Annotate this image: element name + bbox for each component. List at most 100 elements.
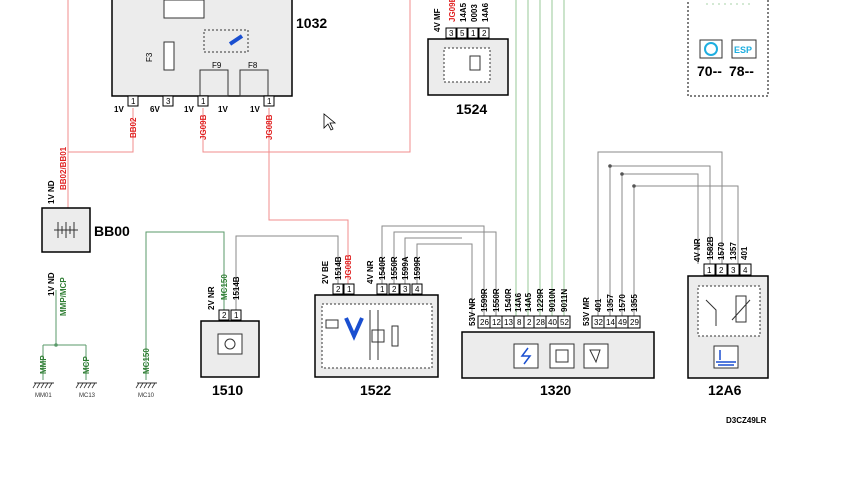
label-f3: F3 (145, 52, 154, 62)
reference-code: D3CZ49LR (726, 416, 767, 425)
relay-coil-icon (371, 329, 385, 343)
conn-1320-a: 53V NR (468, 298, 477, 326)
ground-label-mc13: MC13 (79, 393, 96, 399)
wire-1514b (235, 235, 339, 310)
conn-1032-b: 6V (150, 105, 160, 114)
wire-1522-a2: JG08B (344, 254, 353, 280)
wire-1524-1: JG09B (448, 0, 457, 22)
wire-label-jg09b: JG09B (199, 114, 208, 140)
pin-1524-4: 2 (482, 29, 487, 38)
conn-1032-a: 1V (114, 105, 124, 114)
fuse-f3 (163, 41, 175, 71)
conn-1032-d: 1V (218, 105, 228, 114)
pin-1320-a7: 40 (548, 318, 557, 327)
switch-icon (705, 299, 717, 326)
block-label-1524: 1524 (456, 101, 487, 117)
wire-1320-a4: 14A6 (514, 292, 523, 312)
wire-1522-b2: 1550R (390, 256, 399, 280)
pin-1510-2: 1 (234, 311, 239, 320)
wire-1320-a8: 9011N (560, 289, 569, 312)
pins-1320-b: 32 14 49 29 (591, 315, 641, 329)
pin-12a6-3: 3 (731, 266, 736, 275)
pin-1320-b1: 32 (594, 318, 603, 327)
wire-jg08b (268, 108, 349, 284)
wire-1550r (393, 231, 497, 316)
wire-1599r (416, 243, 473, 316)
valve-icon (344, 317, 364, 341)
wire-bb02 (68, 108, 134, 153)
wires-1320-a: 1599R 1550R 1540R 14A6 14A5 1229R 9010N … (480, 288, 569, 312)
component-1522: 2V BE 1514B JG08B 2 1 4V NR 1540R 1550R … (314, 254, 439, 398)
pin-1032-2: 3 (166, 97, 171, 106)
pin-12a6-1: 1 (707, 266, 712, 275)
conn-12a6: 4V NR (693, 238, 702, 262)
pin-1320-a5: 2 (527, 318, 532, 327)
pin-1510-1: 2 (222, 311, 227, 320)
wire-12a6-4: 401 (740, 246, 749, 260)
relay-contact-icon (228, 34, 244, 46)
ecu-icon-box (549, 343, 575, 369)
conn-1522-a: 2V BE (321, 260, 330, 284)
pin-1320-a4: 8 (517, 318, 522, 327)
pin-12a6-4: 4 (743, 266, 748, 275)
box-1320 (461, 331, 655, 379)
wire-mc150 (145, 231, 225, 380)
conn-1524: 4V MF (433, 8, 442, 32)
pin-1032-3: 1 (201, 97, 206, 106)
wire-1522-b3: 1599A (401, 256, 410, 280)
pin-1524-3: 1 (471, 29, 476, 38)
component-bb00: 1V ND BB02/BB01 BB00 1V ND MMP/MCP (41, 146, 130, 316)
wire-401 (597, 151, 723, 316)
pin-1522-b4: 4 (415, 285, 420, 294)
esp-icon: ESP (734, 45, 752, 55)
conn-1320-b: 53V MR (582, 297, 591, 326)
label-f8: F8 (248, 61, 258, 70)
sensor-inner-12a6 (697, 285, 761, 337)
ground-label-mc10: MC10 (138, 393, 155, 399)
wire-1320-a3: 1540R (504, 288, 513, 312)
conn-bb00-bottom: 1V ND (47, 272, 56, 296)
wire-1320-b3: 1570 (618, 294, 627, 312)
component-1320: 53V NR 1599R 1550R 1540R 14A6 14A5 1229R… (461, 288, 655, 398)
conn-bb00-top: 1V ND (47, 180, 56, 204)
pin-1320-b4: 29 (630, 318, 639, 327)
spark-icon (520, 347, 532, 365)
wire-1599a (404, 237, 462, 284)
component-1524: 4V MF JG09B 14A5 0003 14A6 3 5 1 2 1524 (427, 0, 509, 117)
pin-1032-4: 1 (267, 97, 272, 106)
pin-1522-a2: 1 (347, 285, 352, 294)
mouse-cursor-icon (323, 113, 337, 131)
wire-1320-a5: 14A5 (524, 292, 533, 312)
junction-dots (54, 164, 636, 347)
injector-icon (589, 349, 601, 364)
pin-1320-b3: 49 (618, 318, 627, 327)
wire-12a6-2: 1570 (717, 242, 726, 260)
wire-1320-b4: 1355 (630, 294, 639, 312)
ecu-chip-icon (555, 349, 569, 363)
relay-1524 (443, 47, 491, 83)
relay-dashed (203, 29, 249, 53)
legend-icon-a (699, 39, 723, 59)
wire-12a6-3: 1357 (729, 242, 738, 260)
wires (42, 0, 739, 380)
component-12a6: 4V NR 1582B 1570 1357 401 1 2 3 4 12A6 (687, 236, 769, 398)
wire-1355 (633, 185, 739, 316)
pin-1032-1: 1 (131, 97, 136, 106)
pin-1320-a3: 13 (504, 318, 513, 327)
wire-1320-a7: 9010N (548, 288, 557, 312)
label-f9: F9 (212, 61, 222, 70)
pin-1320-a1: 26 (480, 318, 489, 327)
legend-icon-b (731, 39, 757, 59)
pin-1320-b2: 14 (606, 318, 615, 327)
wire-1522-a1: 1514B (334, 256, 343, 280)
ground-wire-mmp: MMP (39, 355, 48, 374)
conn-1510: 2V NR (207, 286, 216, 310)
pin-1524-2: 5 (460, 29, 465, 38)
pin-1522-b2: 2 (392, 285, 397, 294)
block-label-1522: 1522 (360, 382, 391, 398)
wire-label-mmp-mcp: MMP/MCP (59, 277, 68, 316)
wire-1320-b2: 1357 (606, 294, 615, 312)
wire-1320-b1: 401 (594, 298, 603, 312)
wire-1510-2: 1514B (232, 276, 241, 300)
